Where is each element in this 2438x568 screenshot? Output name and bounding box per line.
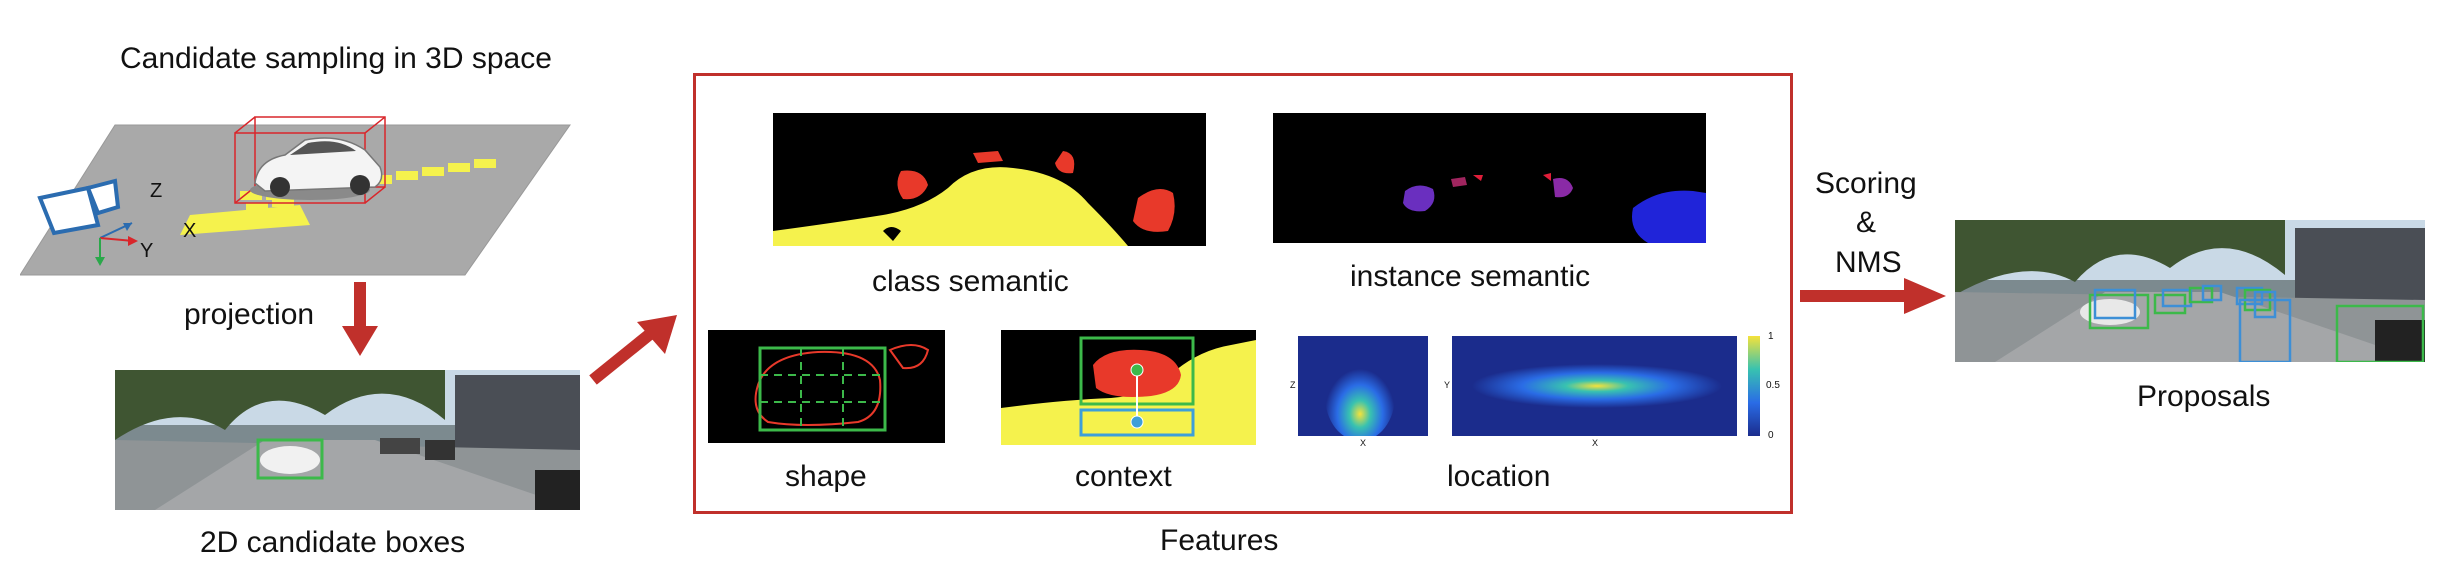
proposals-image (1955, 220, 2425, 362)
context-map (1001, 330, 1256, 445)
projection-label: projection (184, 298, 315, 331)
projection-arrow (342, 282, 378, 356)
heatmap-right-ylabel: Y (1444, 380, 1451, 390)
ground-plane-3d-scene (20, 95, 580, 280)
colorbar-tick-0: 0 (1768, 430, 1774, 441)
colorbar-tick-1: 1 (1768, 331, 1774, 342)
features-frame (693, 73, 1793, 514)
heatmap-left-xlabel: X (1360, 438, 1367, 448)
candidate-boxes-label: 2D candidate boxes (200, 526, 466, 559)
candidate-2d-box (256, 438, 324, 480)
shape-label: shape (785, 460, 867, 493)
location-heatmap-xz (1298, 336, 1428, 436)
axis-x-label: X (183, 220, 197, 242)
class-semantic-map (773, 113, 1206, 246)
instance-semantic-map (1273, 113, 1706, 243)
sampling-title: Candidate sampling in 3D space (120, 42, 552, 75)
proposals-label: Proposals (2137, 380, 2271, 413)
scoring-label: Scoring (1815, 167, 1917, 200)
colorbar-tick-05: 0.5 (1766, 380, 1780, 391)
location-heatmap-xy (1452, 336, 1737, 436)
axis-y-label: Y (140, 240, 154, 262)
heatmap-right-xlabel: X (1592, 438, 1599, 448)
camera-icon (37, 178, 121, 236)
colorbar (1748, 336, 1760, 436)
instance-semantic-label: instance semantic (1350, 260, 1591, 293)
nms-label: NMS (1835, 246, 1902, 279)
location-label: location (1447, 460, 1551, 493)
axis-x-line (99, 237, 134, 242)
candidate-boxes-image (115, 370, 580, 510)
ampersand-label: & (1856, 206, 1877, 239)
scoring-arrow (1800, 278, 1946, 314)
sample-region (180, 205, 310, 235)
features-arrow (589, 315, 677, 385)
context-label: context (1075, 460, 1172, 493)
features-label: Features (1160, 524, 1279, 557)
shape-map (708, 330, 945, 443)
heatmap-left-ylabel: Z (1290, 380, 1296, 390)
car-3d-model (250, 137, 383, 200)
class-semantic-label: class semantic (872, 265, 1069, 298)
axis-z-label: Z (150, 180, 163, 202)
